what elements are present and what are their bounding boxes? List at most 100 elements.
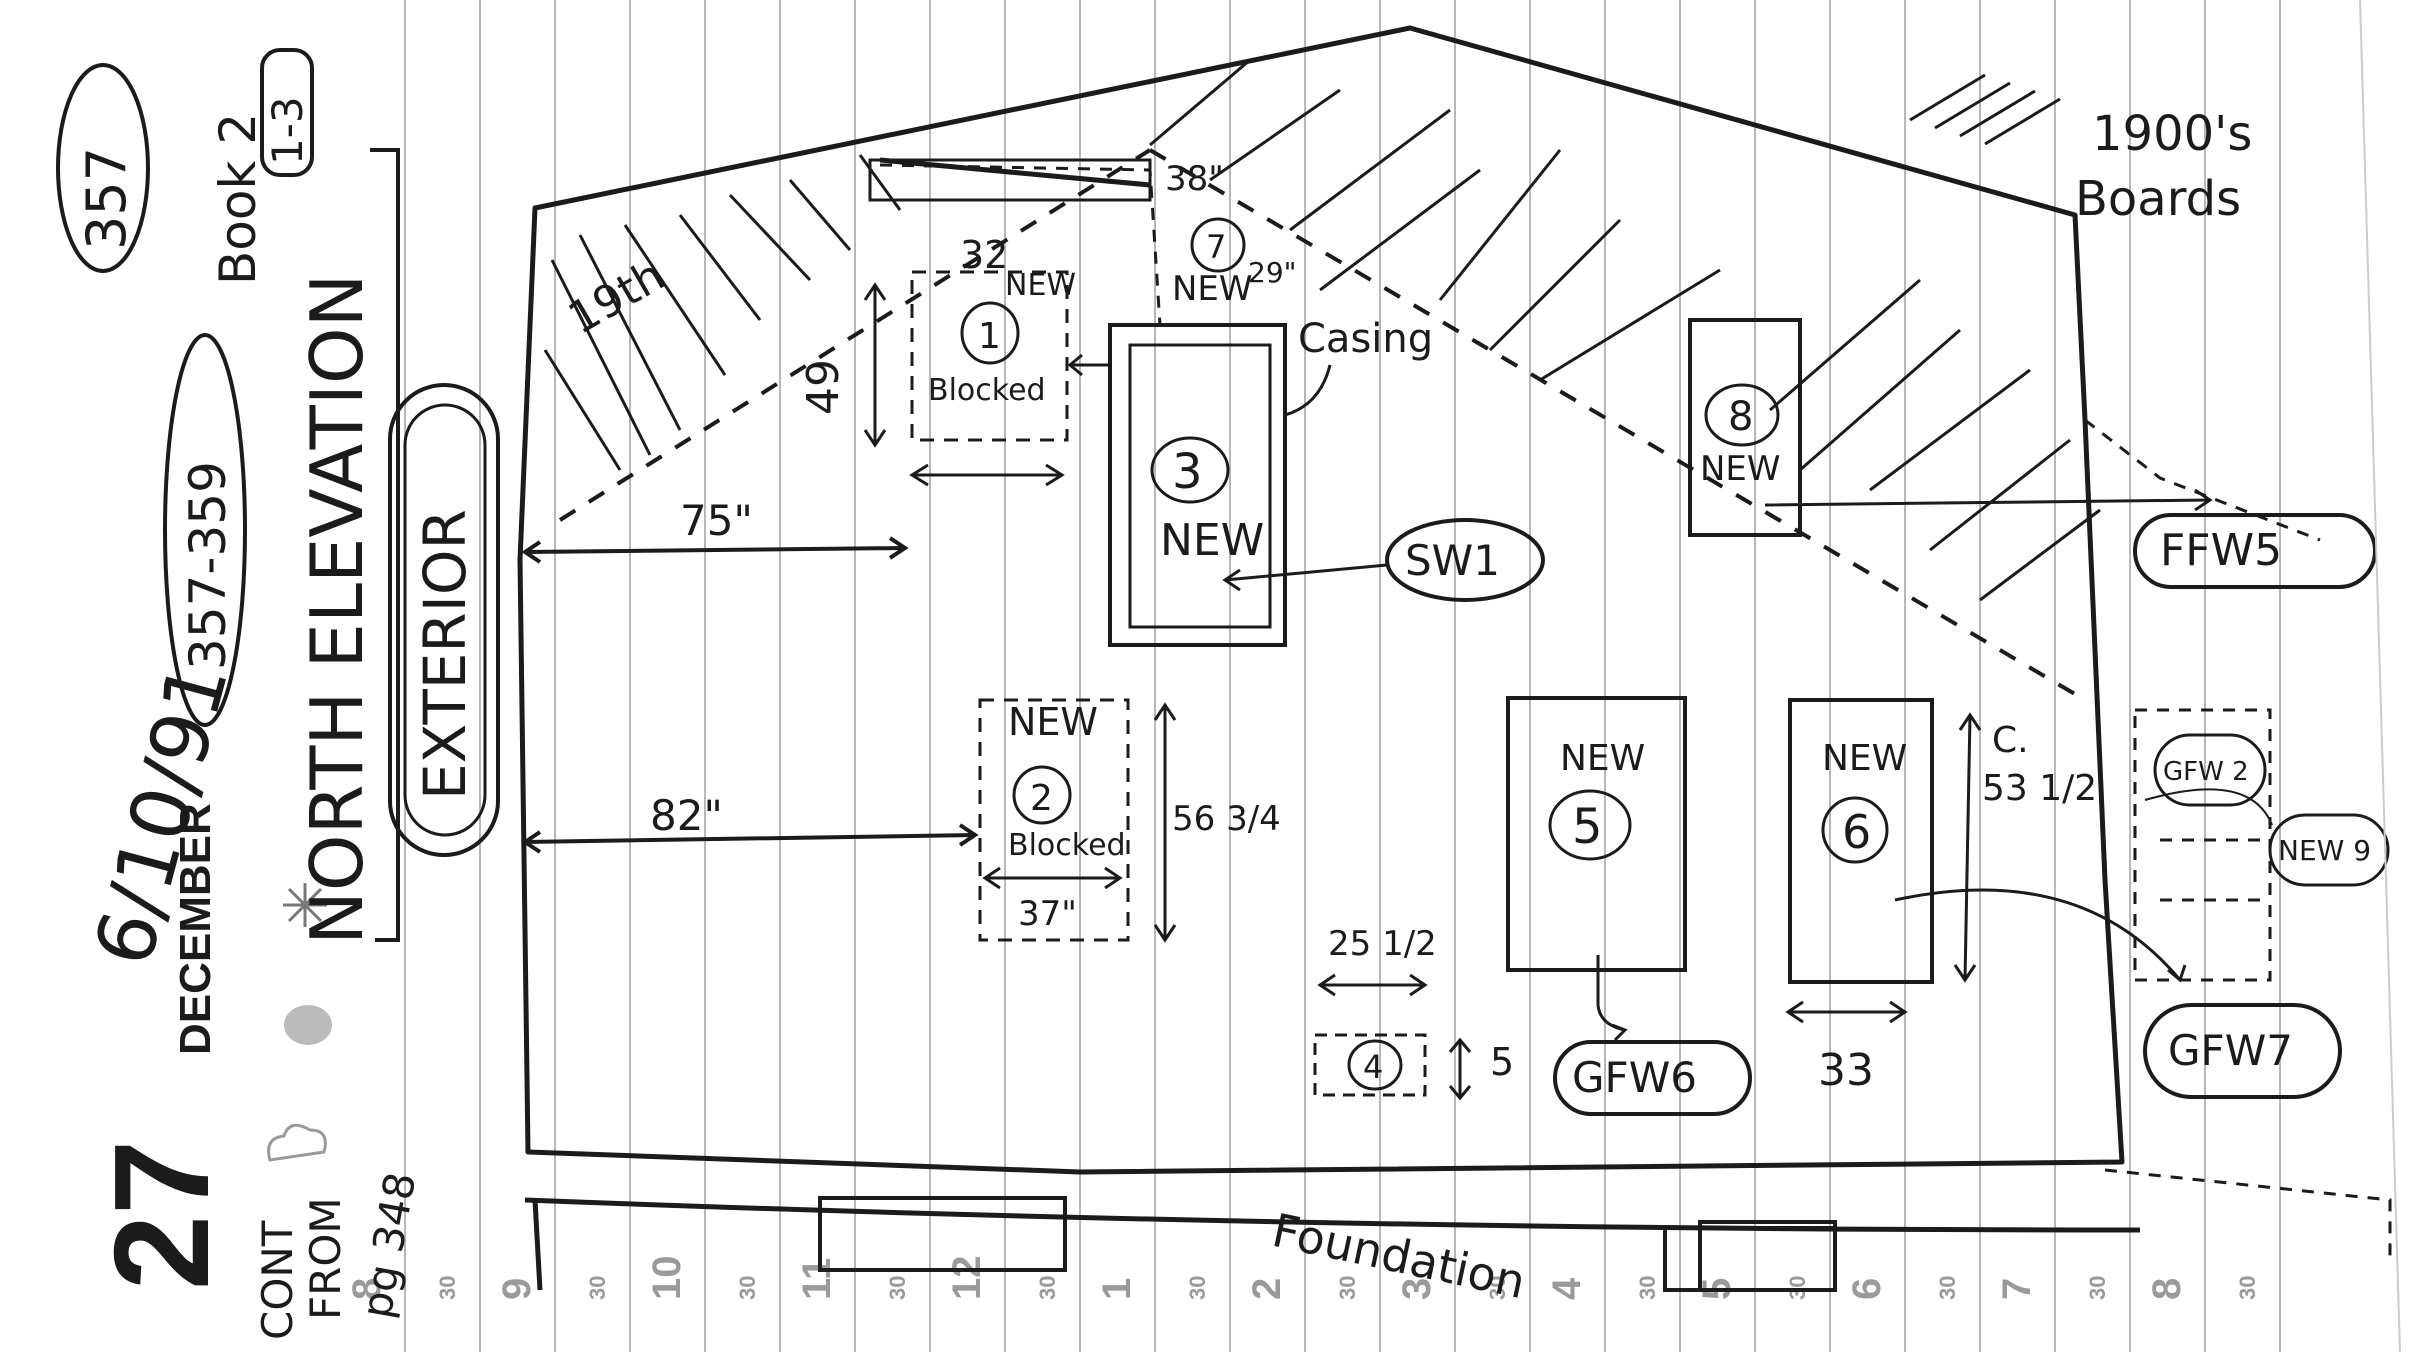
cloud-icon: [284, 1005, 332, 1045]
window-1-note: Blocked: [928, 373, 1046, 408]
window-2-status: NEW: [1008, 700, 1098, 744]
dimension-19th: 19th: [560, 250, 673, 345]
building-outline: [517, 25, 2141, 1291]
window-3-number: 3: [1172, 444, 1203, 500]
continued-line-1: CONT: [253, 1220, 302, 1340]
window-1-status: NEW: [1005, 268, 1076, 303]
window-5: 5 NEW: [1506, 696, 1687, 1042]
page-edge: [2359, 0, 2401, 1352]
window-2-number: 2: [1030, 778, 1053, 819]
window-8-status: NEW: [1700, 449, 1781, 489]
dashed-roofline: [558, 148, 2087, 702]
planner-hour-label: 7: [1995, 1278, 2039, 1300]
planner-hour-label: 30: [435, 1276, 460, 1300]
snowflake-icon: [283, 883, 327, 927]
planner-hour-label: 12: [945, 1256, 989, 1301]
foundation-line: [524, 1197, 2141, 1233]
window-5-number: 5: [1572, 799, 1603, 855]
notebook-ruling: [404, 0, 2281, 1352]
window-7-status: NEW: [1172, 269, 1253, 309]
callout-sw1: SW1: [1222, 518, 1545, 602]
window-5-status: NEW: [1560, 738, 1645, 779]
planner-hour-label: 3: [1395, 1278, 1439, 1300]
callout-sw1-label: SW1: [1405, 536, 1500, 585]
continued-line-3: pg 348: [352, 1169, 426, 1322]
callout-gfw7: GFW7: [2143, 1003, 2342, 1099]
window-2-width: 37": [1018, 894, 1077, 934]
window-7-width: 38": [1165, 159, 1224, 199]
dashed-annex: [2084, 418, 2392, 1260]
page-range-circle: [163, 333, 247, 727]
window-3: 3 NEW Casing: [1108, 316, 1433, 647]
planner-hour-label: 11: [795, 1258, 839, 1300]
callout-gfw2-label: GFW 2: [2163, 757, 2249, 787]
callout-ffw5-label: FFW5: [2160, 525, 2282, 576]
planner-hour-label: 4: [1545, 1277, 1589, 1300]
planner-day-number: 27: [86, 1140, 237, 1290]
window-4: 4 25 1/2 5: [1313, 924, 1514, 1101]
planner-hour-label: 30: [735, 1276, 760, 1300]
dimension-75: 75": [521, 496, 909, 564]
window-1-width: 32: [960, 233, 1008, 277]
foundation-blocks: [818, 1196, 1837, 1292]
drawing-subtitle: EXTERIOR: [411, 509, 479, 800]
legend-boards-line2: Boards: [2075, 171, 2241, 227]
book-range-box: [260, 48, 314, 177]
callout-gfw6-label: GFW6: [1572, 1053, 1697, 1102]
planner-hour-label: 30: [1935, 1276, 1960, 1300]
page-range: 357-359: [179, 461, 237, 670]
window-3-casing: Casing: [1298, 316, 1433, 362]
planner-hour-label: 30: [1635, 1276, 1660, 1300]
callout-gfw7-label: GFW7: [2168, 1026, 2293, 1075]
exterior-oval-inner: [403, 403, 487, 837]
planner-hour-label: 30: [1035, 1276, 1060, 1300]
planner-hour-label: 30: [1485, 1276, 1510, 1300]
window-6-height: 53 1/2: [1982, 768, 2097, 809]
callout-gfw2: GFW 2: [2153, 733, 2267, 807]
page-number: 357: [75, 147, 138, 250]
callout-new9-label: NEW 9: [2278, 834, 2371, 867]
planner-hour-label: 9: [495, 1278, 539, 1300]
planner-hour-label: 30: [1335, 1276, 1360, 1300]
planner-hour-label: 1: [1095, 1278, 1139, 1300]
window-6-approx: C.: [1992, 720, 2029, 761]
cloud-outline-icon: [267, 1123, 327, 1162]
planner-hour-label: 30: [2235, 1276, 2260, 1300]
window-1-number: 1: [978, 316, 1001, 357]
planner-hour-label: 30: [1185, 1276, 1210, 1300]
window-6: 6 NEW 33 C. 53 1/2: [1785, 698, 2187, 1096]
planner-hour-label: 10: [645, 1256, 689, 1301]
planner-hour-label: 30: [1785, 1276, 1810, 1300]
title-bracket: [370, 148, 400, 942]
board-hatching: [543, 58, 2101, 602]
window-1: 1 NEW Blocked 32 49: [798, 233, 1110, 487]
continued-line-2: FROM: [301, 1197, 350, 1320]
callout-gfw6: GFW6: [1553, 1040, 1752, 1116]
window-2-note: Blocked: [1008, 828, 1126, 863]
window-6-status: NEW: [1822, 738, 1907, 779]
window-8-number: 8: [1728, 394, 1753, 440]
window-3-status: NEW: [1160, 515, 1264, 566]
dimension-82-label: 82": [650, 791, 723, 840]
dimension-82: 82": [521, 791, 979, 854]
planner-month: DECEMBER: [171, 803, 220, 1055]
callout-ffw5: FFW5: [2133, 513, 2377, 589]
planner-hour-label: 6: [1845, 1278, 1889, 1300]
planner-date-block: 27 DECEMBER: [86, 803, 332, 1290]
window-6-number: 6: [1842, 805, 1871, 859]
window-7-height: 29": [1248, 256, 1297, 289]
exterior-oval-outer: [388, 383, 500, 857]
book-label: Book 2: [209, 113, 267, 285]
window-4-height: 5: [1490, 1040, 1514, 1084]
book-range: 1-3: [263, 96, 312, 165]
window-8: 8 NEW: [1688, 318, 2213, 537]
window-4-width: 25 1/2: [1328, 924, 1437, 964]
window-4-number: 4: [1363, 1048, 1383, 1086]
planner-hour-label: 30: [2085, 1276, 2110, 1300]
window-6-width: 33: [1818, 1045, 1874, 1096]
sketch-date: 6/10/91: [77, 653, 247, 975]
planner-hour-label: 8: [2145, 1278, 2189, 1300]
dimension-75-label: 75": [680, 496, 753, 545]
